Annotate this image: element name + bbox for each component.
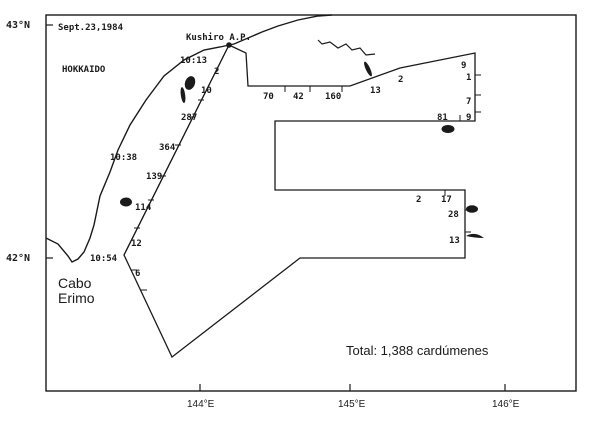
count-label: 2 <box>214 67 219 77</box>
count-label: 287 <box>181 113 197 123</box>
count-label: 364 <box>159 143 176 153</box>
time-10-54: 10:54 <box>90 254 118 264</box>
count-label: 1 <box>466 73 471 83</box>
lon-146-label: 146°E <box>492 399 520 410</box>
count-label: 139 <box>146 172 162 182</box>
count-label: 10 <box>201 86 212 96</box>
hokkaido-coastline <box>45 14 333 263</box>
return-leg <box>123 44 230 256</box>
time-10-38: 10:38 <box>110 153 137 163</box>
school-5 <box>441 125 455 133</box>
count-label: 9 <box>466 113 471 123</box>
school-4 <box>364 61 372 77</box>
total-label: Total: 1,388 cardúmenes <box>346 343 489 358</box>
count-label: 6 <box>135 269 140 279</box>
count-label: 160 <box>325 92 341 102</box>
school-3 <box>120 197 132 207</box>
cape-label-line2: Erimo <box>58 290 95 306</box>
lat-42-label: 42°N <box>6 253 30 264</box>
count-label: 114 <box>135 203 152 213</box>
school-1 <box>184 76 196 90</box>
count-label: 13 <box>449 236 460 246</box>
time-10-13: 10:13 <box>180 56 207 66</box>
flight-track <box>123 44 476 359</box>
school-2 <box>180 87 186 103</box>
hokkaido-label: HOKKAIDO <box>62 65 106 75</box>
count-label: 2 <box>416 195 421 205</box>
count-label: 7 <box>466 97 471 107</box>
count-label: 42 <box>293 92 304 102</box>
track-ticks <box>131 74 481 291</box>
count-label: 12 <box>131 239 142 249</box>
count-label: 9 <box>461 61 466 71</box>
school-6 <box>466 205 478 213</box>
lon-144-label: 144°E <box>187 399 215 410</box>
cape-label-line1: Cabo <box>58 275 92 291</box>
count-label: 2 <box>398 75 403 85</box>
eastern-coast <box>317 39 376 56</box>
count-label: 13 <box>370 86 381 96</box>
survey-date: Sept.23,1984 <box>58 23 124 33</box>
lon-145-label: 145°E <box>338 399 366 410</box>
map-frame <box>45 14 577 392</box>
count-label: 70 <box>263 92 274 102</box>
lat-43-label: 43°N <box>6 20 30 31</box>
frame-ticks <box>46 24 506 391</box>
school-7 <box>466 233 484 238</box>
count-label: 81 <box>437 113 448 123</box>
count-label: 28 <box>448 210 459 220</box>
kushiro-label: Kushiro A.P. <box>186 32 251 43</box>
fish-schools <box>120 61 484 238</box>
count-label: 17 <box>441 195 452 205</box>
